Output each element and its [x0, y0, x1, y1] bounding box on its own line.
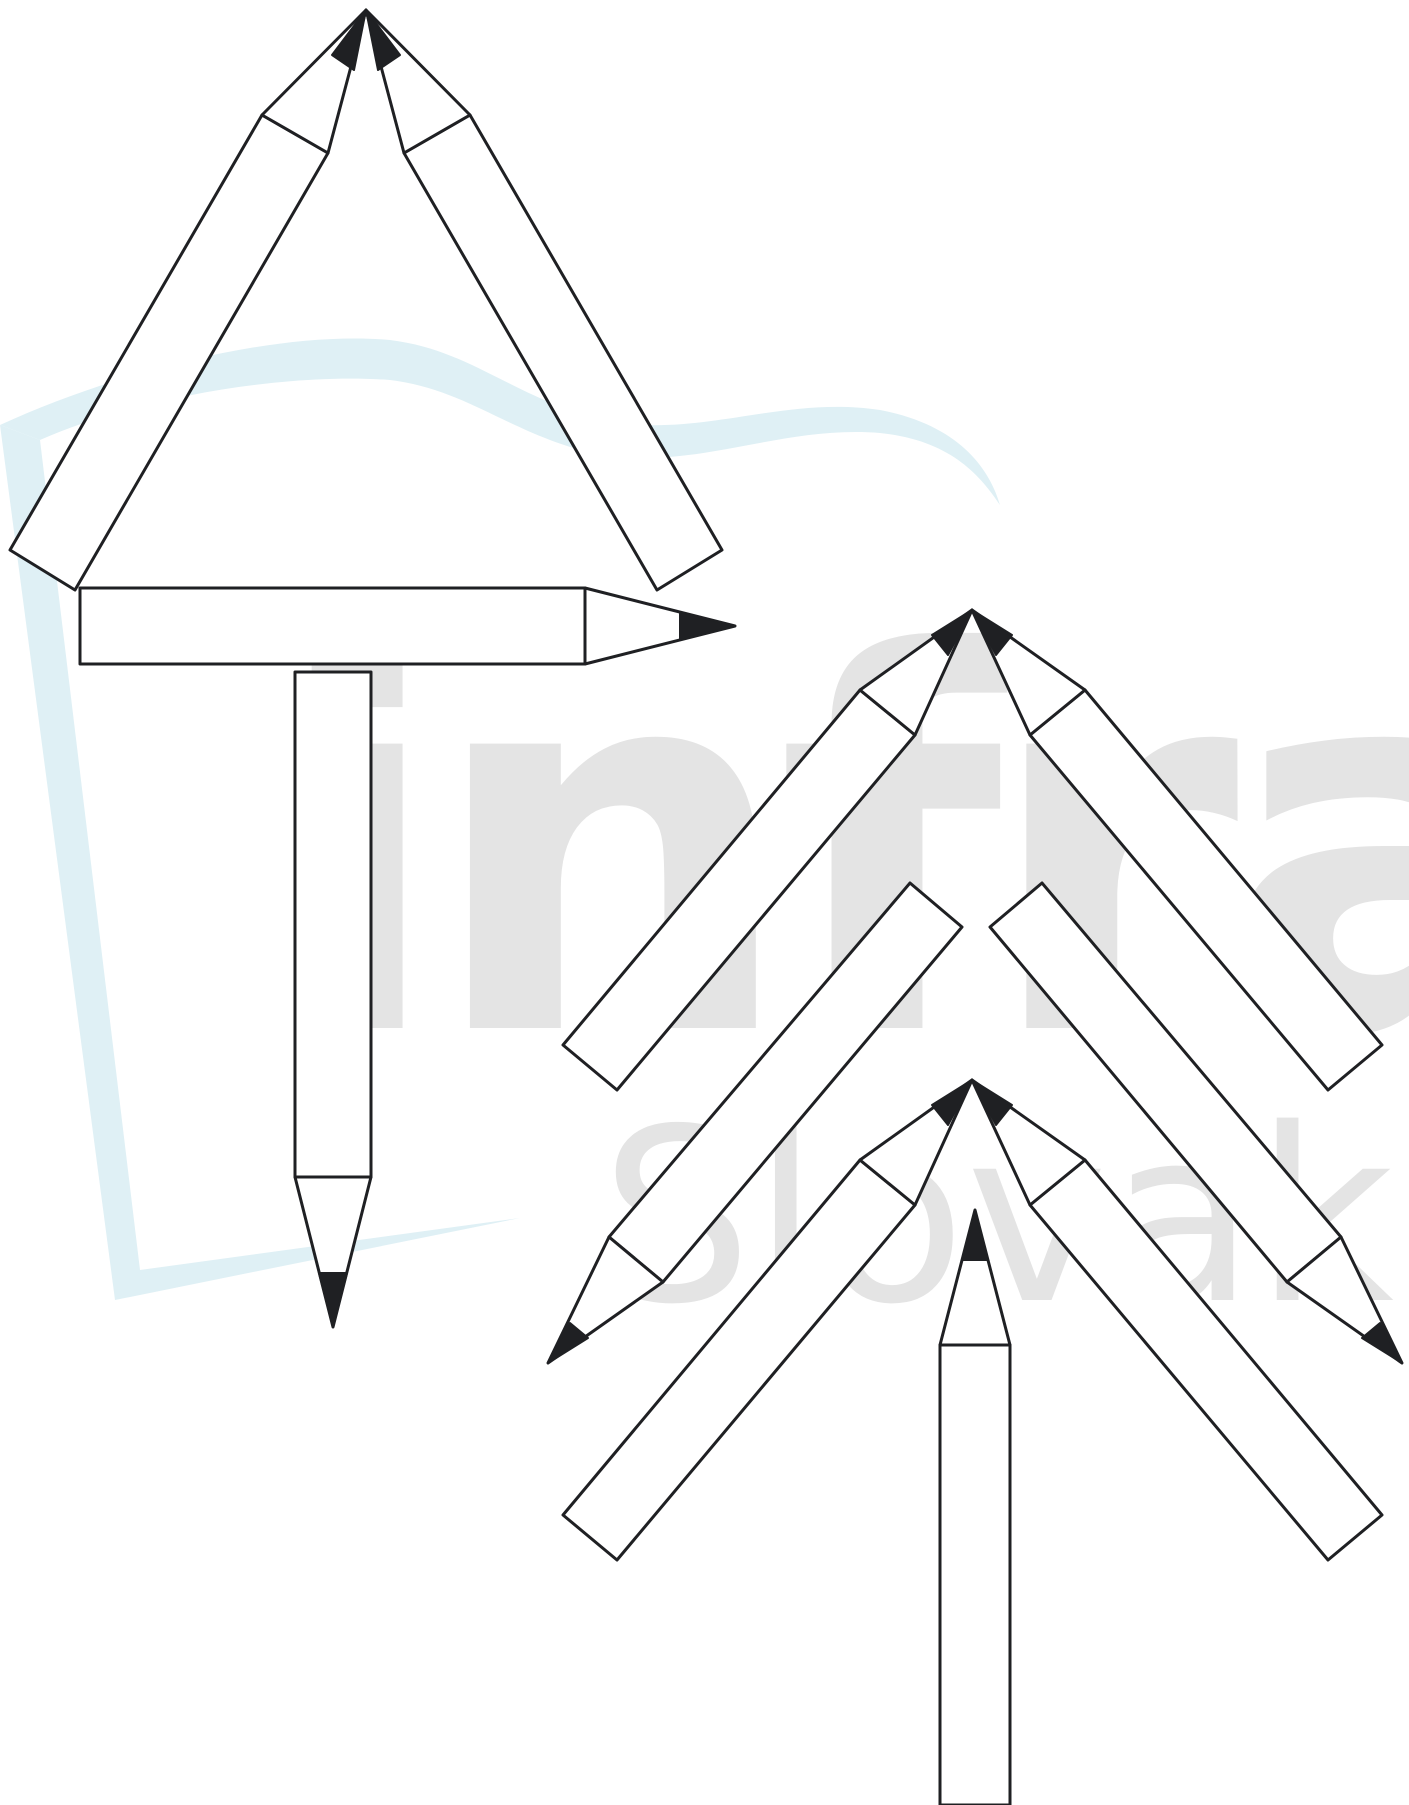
- pencil-tree-top-right: [970, 608, 1384, 1092]
- watermark-swoosh: [0, 338, 1000, 505]
- pencil-triangle-left: [8, 8, 368, 592]
- pencil-tree-bottom-right: [970, 1078, 1384, 1562]
- pencil-tree-middle-right: [988, 881, 1404, 1365]
- pencil-tree-trunk: [938, 1208, 1012, 1805]
- pencil-triangle-stem: [293, 670, 373, 1329]
- pencil-triangle-base: [78, 586, 737, 666]
- fir-tree-figure: [546, 608, 1404, 1805]
- pencil-tree-bottom-left: [561, 1078, 974, 1562]
- pencil-triangle-right: [364, 8, 724, 592]
- pencil-tree-top-left: [561, 608, 974, 1092]
- triangle-tree-figure: [8, 8, 737, 1329]
- pencil-tree-middle-left: [546, 881, 964, 1365]
